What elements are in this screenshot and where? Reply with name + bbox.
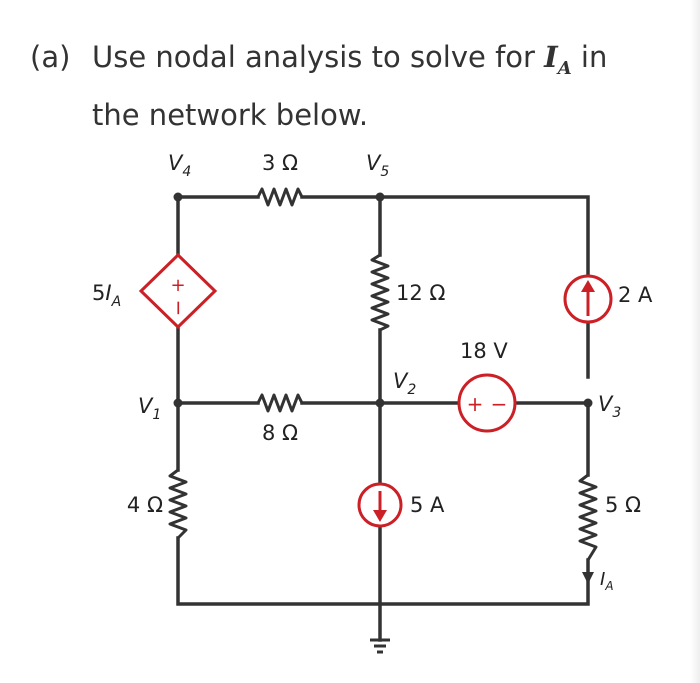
vsource-minus: − (491, 392, 508, 416)
label-r-3ohm: 3 Ω (262, 151, 298, 175)
resistor-5ohm (578, 473, 598, 561)
node-dots (173, 192, 593, 408)
voltage-source-18v: + − (457, 373, 517, 433)
label-ia: IA (600, 569, 614, 593)
node-dot-v4 (173, 192, 183, 202)
current-source-5a (357, 482, 403, 528)
problem-text: Use nodal analysis to solve for IA in th… (92, 34, 652, 138)
label-v2: V2 (393, 369, 416, 398)
current-arrow-icon (582, 572, 594, 584)
resistor-8ohm (256, 393, 304, 413)
text-before: Use nodal analysis to solve for (92, 40, 545, 74)
node-dot-v5 (375, 192, 385, 202)
label-2a: 2 A (618, 283, 653, 307)
label-5a: 5 A (410, 493, 445, 517)
resistor-3ohm (256, 187, 304, 207)
label-v5: V5 (366, 151, 389, 180)
node-dot-v3 (583, 398, 593, 408)
node-dot-v2 (375, 398, 385, 408)
arrow-down-head-icon (373, 510, 387, 522)
label-v4: V4 (168, 151, 191, 180)
part-label: (a) (30, 40, 71, 74)
text-after: in the network below. (92, 40, 608, 132)
label-v1: V1 (138, 394, 161, 423)
label-18v: 18 V (460, 339, 508, 363)
page-edge-shadow (690, 0, 700, 683)
unknown-variable: IA (544, 40, 572, 79)
dependent-voltage-source: + − (138, 252, 218, 330)
ground-icon (370, 638, 390, 654)
current-source-2a (563, 274, 613, 324)
label-r-4ohm: 4 Ω (127, 493, 163, 517)
resistor-12ohm (370, 253, 390, 332)
resistors (168, 187, 598, 561)
wire-bottom (176, 536, 590, 606)
label-r-12ohm: 12 Ω (396, 281, 445, 305)
wire-h-right (514, 401, 590, 477)
label-v3: V3 (598, 392, 621, 421)
vsource-plus: + (467, 392, 484, 416)
node-dot-v1 (173, 398, 183, 408)
label-r-5ohm: 5 Ω (605, 493, 641, 517)
resistor-4ohm (168, 468, 188, 540)
wire-top-right (300, 195, 590, 277)
label-dependent-source: 5IA (92, 281, 121, 310)
label-r-8ohm: 8 Ω (262, 421, 298, 445)
dep-source-plus: + (170, 275, 185, 296)
dep-source-minus: − (167, 300, 191, 317)
arrow-up-head-icon (581, 280, 595, 292)
